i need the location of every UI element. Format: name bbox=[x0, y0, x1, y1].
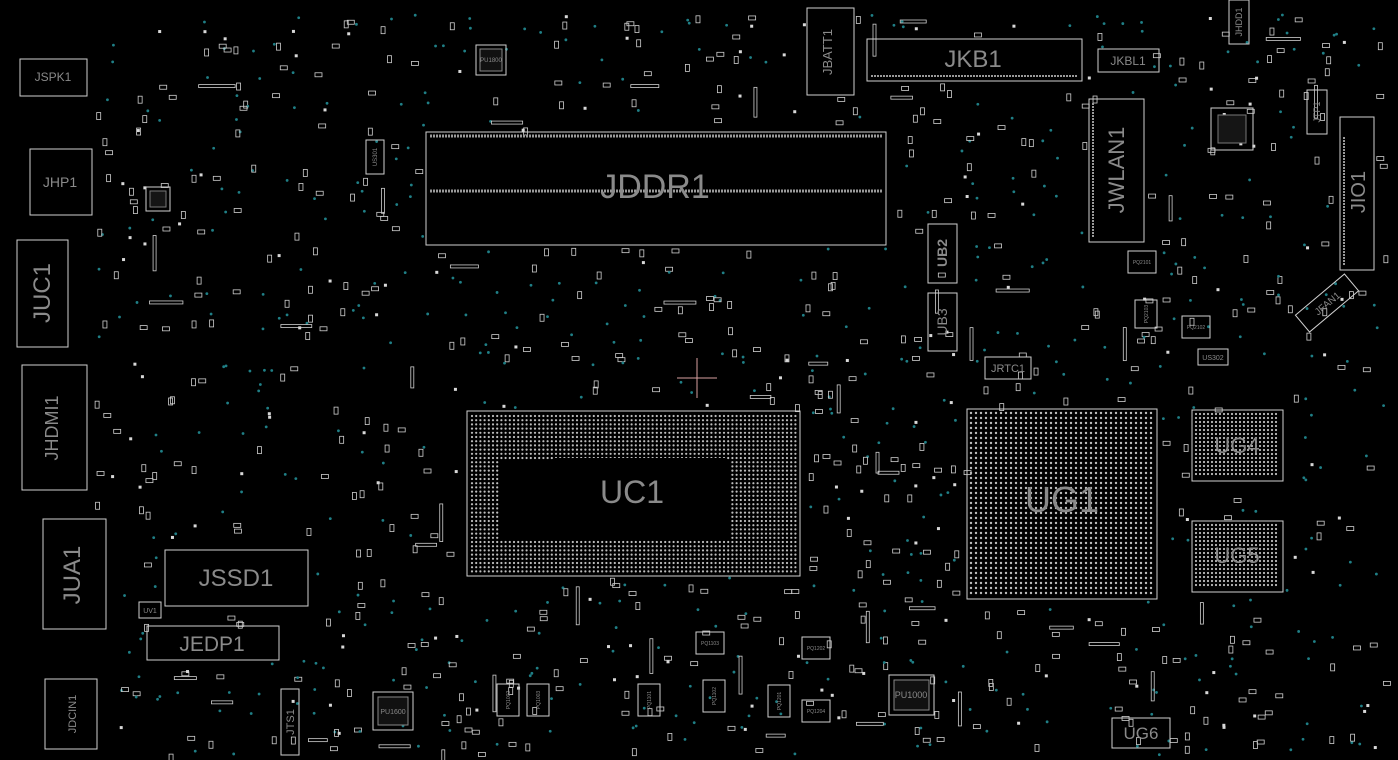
component-pq1003[interactable]: PQ1003 bbox=[526, 683, 550, 717]
component-ug4[interactable]: UG4 bbox=[1191, 409, 1284, 482]
component-ub3[interactable]: UB3 bbox=[927, 292, 958, 352]
component-label: JDDR1 bbox=[600, 168, 710, 206]
component-jrtc1[interactable]: JRTC1 bbox=[984, 356, 1032, 380]
component-jdcin1[interactable]: JDCIN1 bbox=[44, 678, 98, 750]
component-pq1101[interactable]: PQ1101 bbox=[637, 683, 661, 717]
component-jio1[interactable]: JIO1 bbox=[1339, 116, 1375, 271]
component-pq1202[interactable]: PQ1202 bbox=[801, 636, 831, 660]
component-label: UG4 bbox=[1214, 433, 1259, 458]
ug1-ball-grid bbox=[969, 411, 1153, 595]
component-jtp1[interactable]: JTP1 bbox=[1306, 89, 1328, 135]
component-label: JTP1 bbox=[1312, 101, 1322, 122]
component-label: PQ1103 bbox=[701, 641, 719, 647]
component-label: JEDP1 bbox=[179, 633, 244, 656]
component-label: PQ1002 bbox=[506, 691, 512, 710]
component-jts1[interactable]: JTS1 bbox=[280, 688, 300, 756]
component-label: JTS1 bbox=[285, 709, 297, 735]
uc1-die-area bbox=[555, 458, 727, 534]
component-label: PQ1202 bbox=[807, 646, 826, 652]
component-label: JHDD1 bbox=[1234, 7, 1244, 36]
component-jhdmi1[interactable]: JHDMI1 bbox=[21, 364, 88, 491]
uc1-ball-grid bbox=[470, 414, 797, 573]
component-label: JSSD1 bbox=[199, 565, 274, 592]
component-label: UG1 bbox=[1025, 479, 1099, 520]
component-jedp1[interactable]: JEDP1 bbox=[146, 625, 280, 661]
component-us301[interactable]: US301 bbox=[365, 139, 385, 175]
component-jssd1[interactable]: JSSD1 bbox=[164, 549, 309, 607]
ic-codec-chip[interactable] bbox=[145, 186, 171, 212]
component-label: UB3 bbox=[934, 308, 950, 335]
component-pu1000[interactable]: PU1000 bbox=[888, 674, 935, 716]
component-label: PQ2102 bbox=[1187, 325, 1206, 331]
component-label: JRTC1 bbox=[991, 363, 1025, 375]
component-pq1103[interactable]: PQ1103 bbox=[695, 631, 725, 655]
component-label: JUA1 bbox=[59, 546, 86, 605]
component-label: UV1 bbox=[143, 608, 157, 615]
component-label: JSPK1 bbox=[35, 70, 72, 84]
component-label: JHDMI1 bbox=[42, 395, 62, 460]
component-us302[interactable]: US302 bbox=[1197, 348, 1229, 366]
component-pq2101[interactable]: PQ2101 bbox=[1127, 250, 1157, 274]
component-label: JUC1 bbox=[29, 263, 56, 323]
component-label: JIO1 bbox=[1348, 171, 1370, 213]
component-pq1204[interactable]: PQ1204 bbox=[801, 699, 831, 723]
component-label: JWLAN1 bbox=[1104, 127, 1129, 214]
component-jua1[interactable]: JUA1 bbox=[42, 518, 107, 630]
component-uc1[interactable]: UC1 bbox=[466, 410, 801, 577]
component-uv1[interactable]: UV1 bbox=[138, 601, 162, 619]
component-label: PQ1101 bbox=[647, 691, 653, 709]
component-label: US302 bbox=[1202, 355, 1224, 362]
component-label: JKB1 bbox=[944, 46, 1001, 73]
component-label: PQ2101 bbox=[1133, 260, 1152, 266]
component-label: PQ1201 bbox=[777, 692, 783, 711]
component-label: UB2 bbox=[934, 239, 950, 267]
component-pq1201[interactable]: PQ1201 bbox=[767, 684, 791, 718]
ic-ec-chip[interactable] bbox=[1210, 107, 1254, 151]
component-juc1[interactable]: JUC1 bbox=[16, 239, 69, 348]
component-pq2103[interactable]: PQ2103 bbox=[1134, 299, 1158, 329]
component-label: PU1000 bbox=[895, 690, 928, 700]
component-pq1002[interactable]: PQ1002 bbox=[496, 683, 520, 717]
component-label: US301 bbox=[373, 147, 379, 166]
component-jkbl1[interactable]: JKBL1 bbox=[1097, 48, 1160, 73]
ug5-ball-grid bbox=[1194, 523, 1278, 587]
component-label: JHP1 bbox=[43, 174, 77, 190]
crosshair-icon bbox=[677, 358, 717, 398]
component-label: UC1 bbox=[600, 474, 664, 510]
component-ub2[interactable]: UB2 bbox=[927, 223, 958, 284]
component-pq1102[interactable]: PQ1102 bbox=[702, 679, 726, 713]
small-components-layer bbox=[94, 13, 1391, 760]
component-pu1800[interactable]: PU1800 bbox=[475, 44, 507, 76]
component-jbatt1[interactable]: JBATT1 bbox=[806, 7, 855, 96]
component-label: PQ1003 bbox=[536, 691, 542, 710]
ug4-ball-grid bbox=[1194, 412, 1278, 476]
component-label: PQ1102 bbox=[712, 687, 718, 705]
component-label: PQ2103 bbox=[1144, 305, 1150, 324]
component-label: PQ1204 bbox=[807, 709, 826, 715]
component-ug1[interactable]: UG1 bbox=[966, 408, 1158, 600]
component-jhp1[interactable]: JHP1 bbox=[29, 148, 93, 216]
component-pq2102[interactable]: PQ2102 bbox=[1181, 315, 1211, 339]
component-jddr1[interactable]: JDDR1 bbox=[425, 131, 887, 246]
component-label: UG6 bbox=[1124, 724, 1159, 743]
component-jwlan1[interactable]: JWLAN1 bbox=[1088, 98, 1145, 243]
component-ug6[interactable]: UG6 bbox=[1111, 717, 1171, 749]
component-jkb1[interactable]: JKB1 bbox=[866, 38, 1083, 82]
component-label: JBATT1 bbox=[820, 29, 835, 75]
component-pu1600[interactable]: PU1600 bbox=[372, 691, 414, 731]
component-jspk1[interactable]: JSPK1 bbox=[19, 58, 88, 97]
component-label: UG5 bbox=[1214, 543, 1259, 568]
component-label: PU1800 bbox=[480, 58, 502, 64]
component-ug5[interactable]: UG5 bbox=[1191, 520, 1284, 593]
component-label: JDCIN1 bbox=[67, 695, 79, 734]
component-label: JKBL1 bbox=[1110, 54, 1146, 68]
component-label: PU1600 bbox=[380, 709, 405, 716]
component-jhdd1[interactable]: JHDD1 bbox=[1228, 0, 1250, 45]
